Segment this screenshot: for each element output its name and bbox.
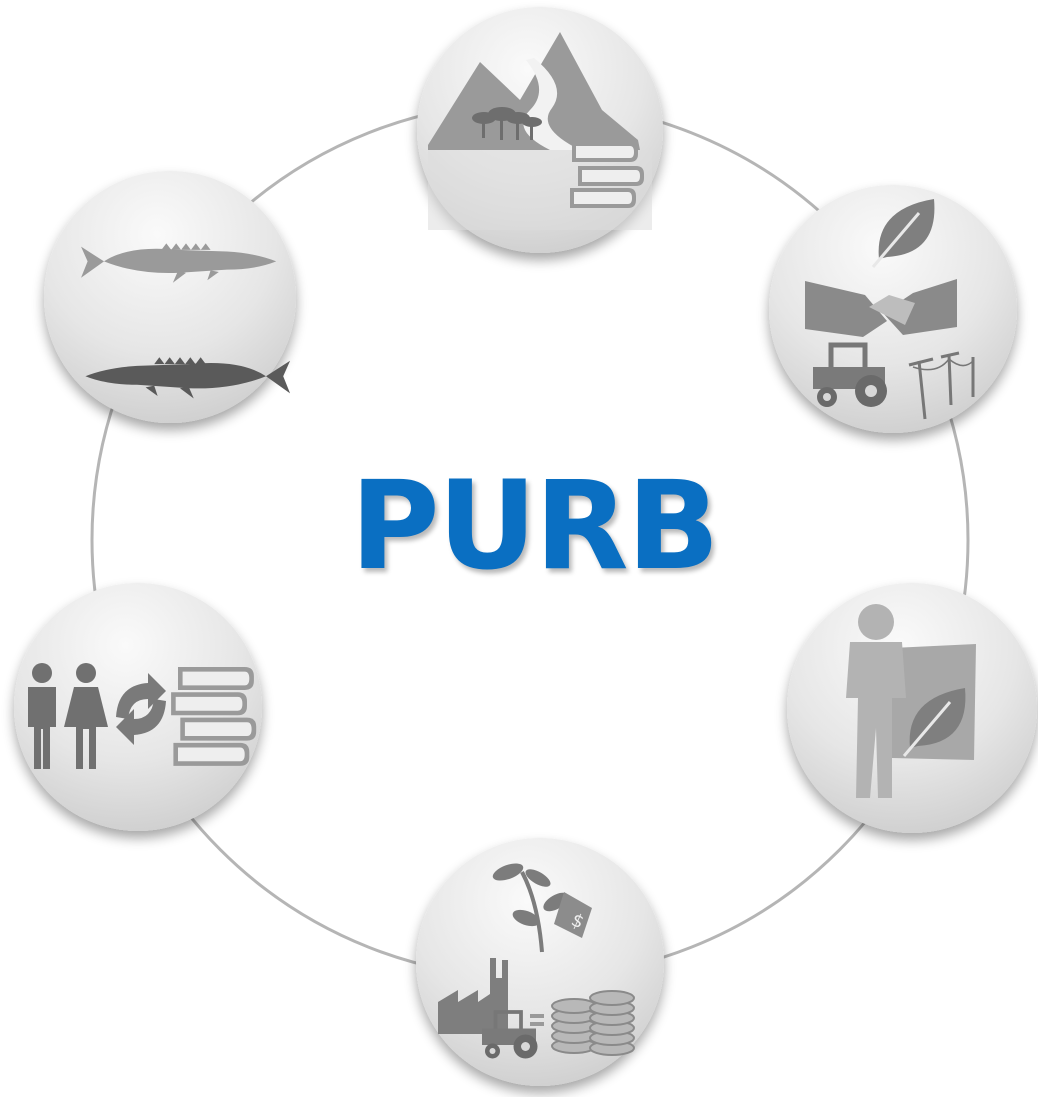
node-education [14, 583, 262, 831]
equals-icon [530, 1014, 544, 1026]
recycle-arrows-icon [116, 673, 166, 745]
factory-icon [438, 958, 508, 1034]
river-icon [523, 58, 580, 150]
node-fish [44, 171, 296, 423]
price-tag-icon: $ [554, 892, 592, 938]
node-landscape [417, 7, 663, 253]
diagram-title: PURB [350, 455, 719, 597]
forest-icon [472, 107, 542, 140]
node-land-management [787, 583, 1037, 833]
node-ecosystem-value: $ [416, 838, 664, 1086]
coins-icon [551, 990, 635, 1056]
man-icon [28, 663, 56, 769]
power-line-icon [908, 351, 975, 420]
node-partnership [769, 185, 1017, 433]
books-icon [570, 142, 644, 208]
person-icon [846, 604, 906, 798]
handshake-icon [805, 279, 957, 337]
woman-icon [64, 663, 108, 769]
plant-icon [492, 863, 569, 953]
